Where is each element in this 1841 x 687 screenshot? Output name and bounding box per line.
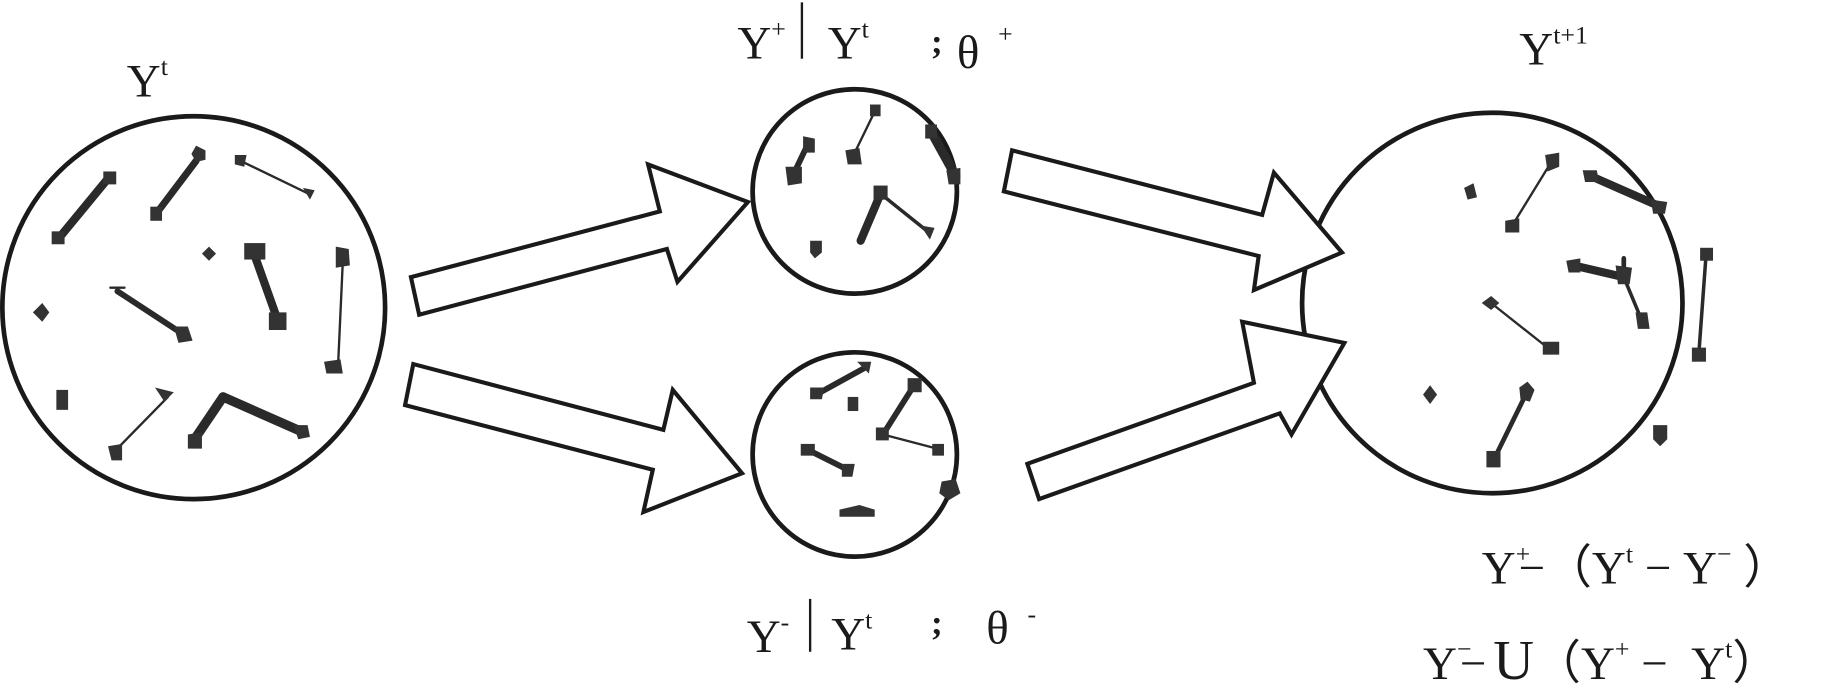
arrow-to-positive xyxy=(408,161,752,318)
negative-individuals xyxy=(800,361,961,517)
svg-text:θ+: θ+ xyxy=(957,19,1013,79)
label-positive-conditional: Y+ Yt ; θ+ xyxy=(737,2,1013,79)
arrow-from-negative xyxy=(1024,319,1348,502)
svg-text:θ-: θ- xyxy=(986,599,1036,654)
arrow-to-negative xyxy=(402,361,746,516)
negative-sample-circle xyxy=(750,349,960,559)
arrow-from-positive xyxy=(1001,147,1346,294)
yt1-individuals xyxy=(1423,152,1714,468)
formula-negative-update: Y−−U（Y+−Yt） xyxy=(1423,630,1779,687)
label-negative-conditional: Y- Yt ; θ- xyxy=(747,598,1036,663)
svg-text:Yt: Yt xyxy=(831,605,873,660)
svg-text:;: ; xyxy=(931,603,943,642)
yt-individuals xyxy=(32,145,350,461)
positive-individuals xyxy=(785,104,961,259)
svg-text:;: ; xyxy=(931,22,943,61)
svg-text:Y-: Y- xyxy=(747,608,790,663)
label-yt1: Yt+1 xyxy=(1519,20,1588,75)
formula-positive-update: Y+−（Yt−Y−） xyxy=(1482,540,1790,595)
population-circle-yt xyxy=(0,113,388,502)
label-yt: Yt xyxy=(127,52,169,107)
svg-text:Y+: Y+ xyxy=(737,15,785,70)
population-circle-yt1 xyxy=(1299,110,1685,496)
svg-text:Yt: Yt xyxy=(828,15,870,70)
positive-sample-circle xyxy=(750,86,960,296)
